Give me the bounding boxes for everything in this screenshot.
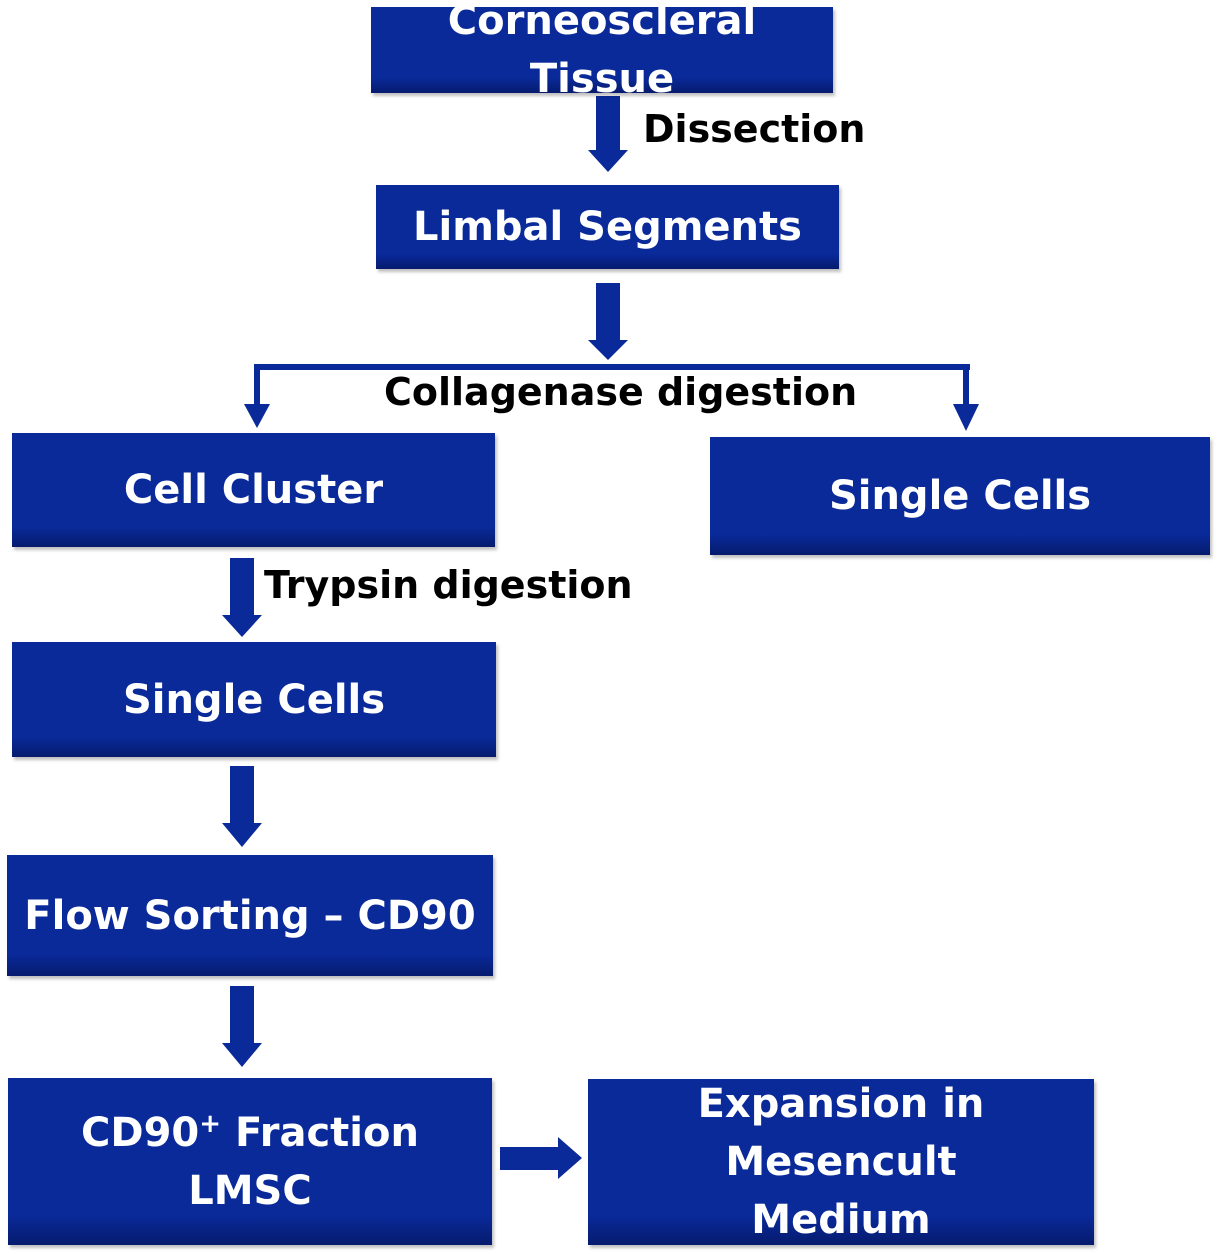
node-single-cells-left-label: Single Cells bbox=[122, 676, 386, 723]
edge-label-dissection: Dissection bbox=[643, 107, 866, 151]
edge-label-collagenase: Collagenase digestion bbox=[384, 370, 858, 414]
node-cd90-fraction: CD90+ Fraction LMSC bbox=[8, 1078, 492, 1245]
node-corneoscleral-tissue: Corneoscleral Tissue bbox=[371, 0, 833, 102]
arrow-limbal-to-branch bbox=[588, 283, 628, 360]
node-corneoscleral-tissue-label: Corneoscleral Tissue bbox=[447, 0, 757, 102]
arrow-dissection bbox=[588, 96, 628, 172]
node-single-cells-left: Single Cells bbox=[12, 642, 496, 757]
node-expansion: Expansion in Mesencult Medium bbox=[588, 1079, 1094, 1245]
node-cell-cluster-label: Cell Cluster bbox=[123, 467, 384, 513]
node-cell-cluster: Cell Cluster bbox=[12, 433, 495, 547]
node-expansion-line1: Expansion in Mesencult bbox=[697, 1081, 985, 1185]
branch-left-head bbox=[244, 404, 270, 428]
edge-label-trypsin: Trypsin digestion bbox=[264, 563, 633, 607]
branch-left-stem bbox=[254, 364, 260, 410]
node-cd90-fraction-line1: CD90+ Fraction bbox=[81, 1104, 419, 1162]
node-flow-sorting: Flow Sorting – CD90 bbox=[7, 855, 493, 976]
node-single-cells-right: Single Cells bbox=[710, 437, 1210, 555]
cd90-suffix: Fraction bbox=[221, 1109, 419, 1156]
arrow-to-flow-sorting bbox=[222, 766, 262, 847]
node-single-cells-right-label: Single Cells bbox=[828, 473, 1092, 519]
node-limbal-segments: Limbal Segments bbox=[376, 185, 839, 269]
node-cd90-fraction-line2: LMSC bbox=[188, 1167, 312, 1214]
branch-right-head bbox=[953, 404, 979, 431]
branch-line bbox=[254, 364, 970, 370]
arrow-to-cd90 bbox=[222, 986, 262, 1067]
node-limbal-segments-label: Limbal Segments bbox=[413, 204, 802, 250]
arrow-to-expansion bbox=[500, 1137, 582, 1179]
cd90-prefix: CD90 bbox=[81, 1109, 200, 1156]
arrow-trypsin bbox=[222, 558, 262, 637]
branch-right-stem bbox=[963, 364, 969, 410]
cd90-superscript: + bbox=[199, 1108, 222, 1139]
node-flow-sorting-label: Flow Sorting – CD90 bbox=[24, 892, 476, 939]
node-expansion-line2: Medium bbox=[751, 1197, 931, 1243]
